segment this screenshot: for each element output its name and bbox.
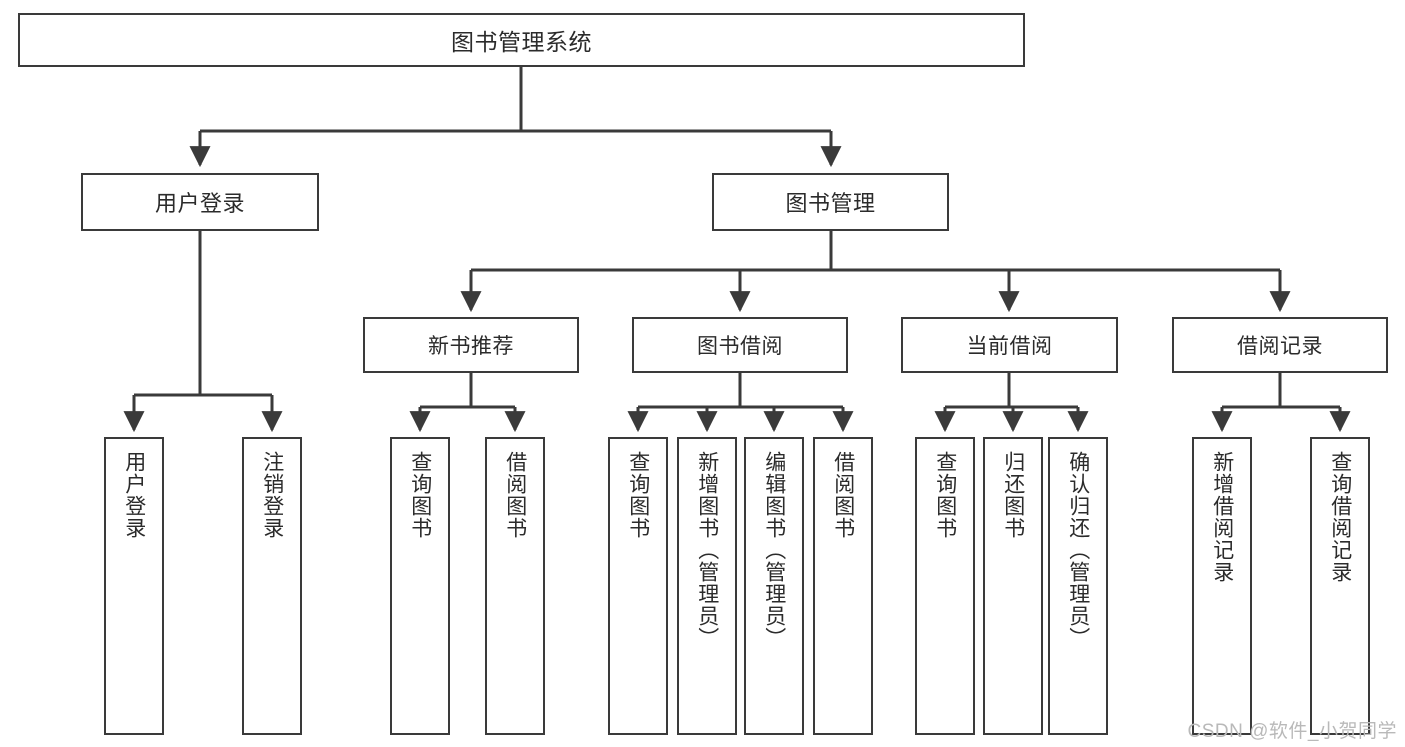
node-leaf-borrow-book-1[interactable]: 借阅图书	[485, 437, 545, 735]
node-leaf-return-book[interactable]: 归还图书	[983, 437, 1043, 735]
node-new-book-recommend[interactable]: 新书推荐	[363, 317, 579, 373]
node-leaf-user-login-label: 用户登录	[122, 451, 146, 539]
node-leaf-borrow-book-1-label: 借阅图书	[503, 451, 527, 539]
node-leaf-edit-book-admin-label: 编辑图书（管理员）	[762, 451, 786, 649]
node-leaf-borrow-book-2[interactable]: 借阅图书	[813, 437, 873, 735]
node-borrow-record-label: 借阅记录	[1237, 335, 1323, 358]
node-leaf-query-book-2[interactable]: 查询图书	[608, 437, 668, 735]
node-user-login[interactable]: 用户登录	[81, 173, 319, 231]
node-leaf-add-borrow-record-label: 新增借阅记录	[1210, 451, 1234, 583]
node-current-borrow-label: 当前借阅	[966, 335, 1053, 358]
node-leaf-user-login[interactable]: 用户登录	[104, 437, 164, 735]
node-leaf-confirm-return-admin-label: 确认归还（管理员）	[1066, 451, 1090, 649]
node-leaf-borrow-book-2-label: 借阅图书	[831, 451, 855, 539]
node-leaf-query-borrow-record[interactable]: 查询借阅记录	[1310, 437, 1370, 735]
node-borrow-record[interactable]: 借阅记录	[1172, 317, 1388, 373]
node-leaf-logout-login[interactable]: 注销登录	[242, 437, 302, 735]
node-leaf-query-borrow-record-label: 查询借阅记录	[1328, 451, 1352, 583]
node-leaf-query-book-3-label: 查询图书	[933, 451, 957, 539]
node-leaf-query-book-2-label: 查询图书	[626, 451, 650, 539]
node-leaf-confirm-return-admin[interactable]: 确认归还（管理员）	[1048, 437, 1108, 735]
node-leaf-add-book-admin[interactable]: 新增图书（管理员）	[677, 437, 737, 735]
node-book-manage-label: 图书管理	[785, 191, 876, 216]
node-book-borrow[interactable]: 图书借阅	[632, 317, 848, 373]
node-user-login-label: 用户登录	[154, 191, 245, 216]
node-leaf-edit-book-admin[interactable]: 编辑图书（管理员）	[744, 437, 804, 735]
node-leaf-query-book-3[interactable]: 查询图书	[915, 437, 975, 735]
node-root[interactable]: 图书管理系统	[18, 13, 1025, 67]
node-leaf-add-book-admin-label: 新增图书（管理员）	[695, 451, 719, 649]
node-leaf-logout-login-label: 注销登录	[260, 451, 284, 539]
node-leaf-query-book-1-label: 查询图书	[408, 451, 432, 539]
node-root-label: 图书管理系统	[451, 29, 592, 55]
watermark-text: CSDN @软件_小贺同学	[1187, 721, 1397, 742]
node-book-borrow-label: 图书借阅	[697, 335, 783, 358]
node-leaf-add-borrow-record[interactable]: 新增借阅记录	[1192, 437, 1252, 735]
node-book-manage[interactable]: 图书管理	[712, 173, 949, 231]
node-leaf-query-book-1[interactable]: 查询图书	[390, 437, 450, 735]
node-new-book-recommend-label: 新书推荐	[428, 335, 514, 358]
node-leaf-return-book-label: 归还图书	[1001, 451, 1025, 539]
node-current-borrow[interactable]: 当前借阅	[901, 317, 1118, 373]
